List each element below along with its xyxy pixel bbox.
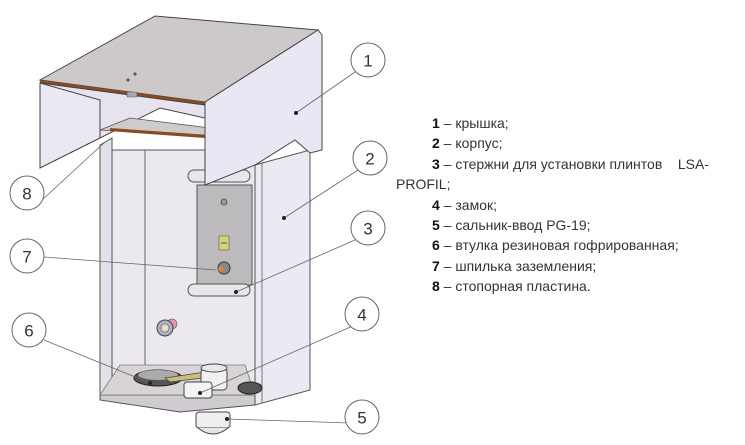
enclosure-drawing: 1 2 3 4 5 6 7 8	[9, 15, 388, 435]
lock	[164, 363, 228, 399]
legend-item-6: 6 – втулка резиновая гофрированная;	[432, 237, 679, 254]
callout-number: 8	[22, 185, 31, 204]
callout-2: 2	[352, 140, 388, 176]
leader-dots	[148, 111, 298, 421]
leader-lines	[41, 71, 359, 424]
legend-item-8: 8 – стопорная пластина.	[432, 278, 591, 295]
enclosure-lid	[38, 15, 323, 186]
callout-8: 8	[9, 175, 45, 211]
callout-number: 3	[363, 220, 372, 239]
callout-number: 6	[24, 322, 33, 341]
cable-gland	[195, 411, 231, 435]
callout-number: 7	[22, 248, 31, 267]
legend-item-2: 2 – корпус;	[432, 135, 503, 152]
callout-5: 5	[344, 399, 380, 435]
legend-item-7: 7 – шпилька заземления;	[432, 257, 597, 274]
callout-3: 3	[350, 210, 386, 246]
callout-6: 6	[11, 312, 47, 348]
legend-item-1: 1 – крышка;	[432, 115, 509, 131]
callout-7: 7	[9, 238, 45, 274]
callout-number: 1	[363, 52, 372, 71]
legend-item-4: 4 – замок;	[432, 196, 497, 213]
callout-number: 4	[357, 306, 366, 325]
callout-number: 2	[365, 150, 374, 169]
rubber-plug	[156, 318, 178, 337]
legend-item-3: 3 – стержни для установки плинтов LSA-	[432, 155, 709, 172]
callout-number: 5	[357, 409, 366, 428]
ground-stud	[217, 261, 231, 275]
callout-4: 4	[344, 296, 380, 332]
parts-legend: 1 – крышка; 2 – корпус; 3 – стержни для …	[396, 113, 741, 297]
legend-item-3-continued: PROFIL;	[396, 176, 451, 193]
legend-item-5: 5 – сальник-ввод PG-19;	[432, 217, 591, 234]
callout-1: 1	[350, 42, 386, 78]
